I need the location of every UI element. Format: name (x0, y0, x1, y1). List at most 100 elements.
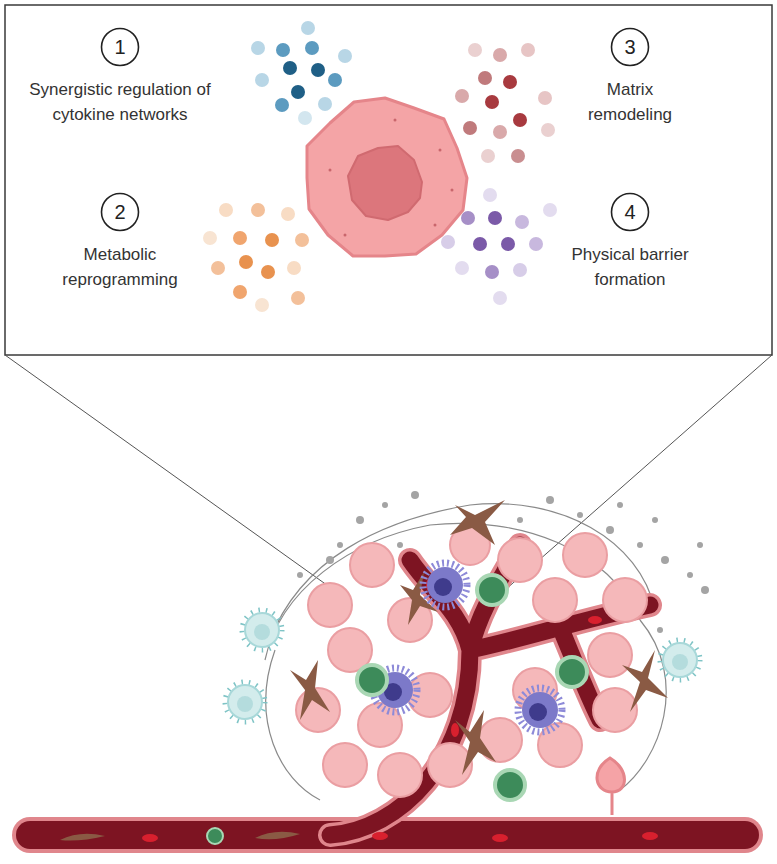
rbc (642, 832, 658, 840)
dot (261, 265, 275, 279)
dot (233, 231, 247, 245)
dot (311, 63, 325, 77)
immune-nucleus (672, 654, 688, 670)
tumour-cell (563, 533, 607, 577)
dot (513, 113, 527, 127)
macrophage (427, 567, 463, 603)
dot (463, 121, 477, 135)
granule (344, 234, 347, 237)
fibroblasts (290, 500, 668, 775)
macrophage-nucleus (529, 703, 547, 721)
tumour-cell (308, 583, 352, 627)
dot (281, 207, 295, 221)
dot (511, 149, 525, 163)
tumour-cell (498, 538, 542, 582)
particle (297, 572, 303, 578)
numbered-circle: 4Physical barrier formation (610, 192, 650, 232)
granule (329, 169, 332, 172)
dot (455, 261, 469, 275)
particle (661, 556, 669, 564)
outer-immune-cells (225, 610, 700, 722)
dot (291, 85, 305, 99)
t-cell (207, 828, 223, 844)
particle (337, 542, 343, 548)
zoom-line (505, 355, 772, 590)
extravasating-cell (597, 758, 624, 815)
dot (529, 237, 543, 251)
dot (473, 237, 487, 251)
dot (493, 291, 507, 305)
vessel-wall (330, 545, 650, 835)
dot (275, 98, 289, 112)
tumour-cell (350, 543, 394, 587)
spindle-cell (60, 834, 105, 841)
dot (255, 298, 269, 312)
rbc (588, 616, 602, 624)
fibroblast (622, 650, 668, 712)
particle (326, 556, 334, 564)
rbc (142, 834, 158, 842)
tumour-cell (538, 723, 582, 767)
dot (455, 89, 469, 103)
dot (338, 49, 352, 63)
dot (219, 203, 233, 217)
dot (265, 233, 279, 247)
dot (488, 211, 502, 225)
dot (493, 125, 507, 139)
dot (441, 235, 455, 249)
macrophage-spikes (518, 688, 562, 732)
panel-frame (5, 5, 772, 355)
tumour-cell (378, 753, 422, 797)
fibroblast (450, 500, 505, 545)
dot (543, 203, 557, 217)
dot (478, 71, 492, 85)
dot (485, 95, 499, 109)
dot (328, 73, 342, 87)
spindle-cell (255, 832, 300, 840)
macrophage-spikes (423, 563, 467, 607)
vessel-lumen (330, 545, 650, 835)
dot (295, 233, 309, 247)
dot (483, 188, 497, 202)
cell-spikes (660, 640, 700, 680)
mechanism-label: Matrix remodeling (578, 77, 683, 127)
macrophages (373, 563, 562, 732)
mechanism-label: Synergistic regulation of cytokine netwo… (13, 77, 228, 127)
secreted-particles (297, 491, 709, 633)
dot (301, 21, 315, 35)
dot (541, 123, 555, 137)
particle (657, 627, 663, 633)
particle (356, 516, 364, 524)
tumour-cell (358, 703, 402, 747)
dot (233, 285, 247, 299)
cell-spikes (225, 682, 265, 722)
tumour-cell (593, 688, 637, 732)
blood-vessels (30, 545, 745, 835)
immune-cell (663, 643, 697, 677)
dot (251, 203, 265, 217)
particle (637, 542, 643, 548)
dot (485, 265, 499, 279)
mechanism-label: Physical barrier formation (558, 242, 703, 292)
callout-number: 1 (100, 27, 140, 67)
fibroblast (290, 660, 330, 720)
t-cells (357, 575, 587, 800)
dot (291, 291, 305, 305)
dot (521, 43, 535, 57)
zoom-line (5, 355, 352, 603)
dot (481, 149, 495, 163)
dot (493, 48, 507, 62)
cell-body (307, 98, 467, 256)
cell-spikes (242, 610, 282, 650)
particle (697, 542, 703, 548)
immune-cell (245, 613, 279, 647)
callout-number: 4 (610, 192, 650, 232)
macrophage (522, 692, 558, 728)
granule (434, 224, 437, 227)
tumour-cells (296, 525, 647, 797)
granule (439, 149, 442, 152)
dot (305, 41, 319, 55)
tumour-cell (588, 633, 632, 677)
